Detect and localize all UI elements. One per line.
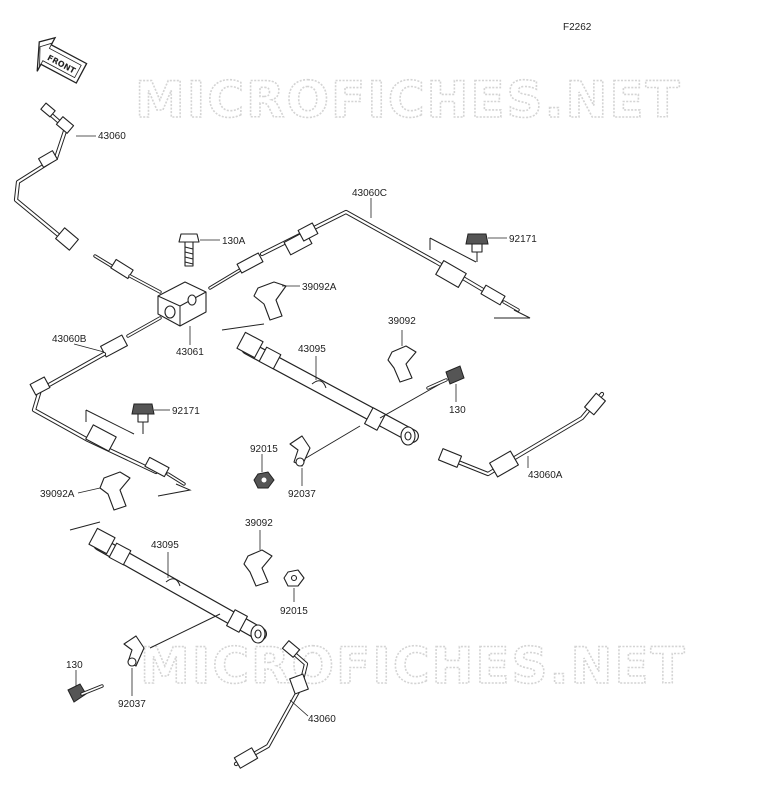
label-92171-left: 92171 bbox=[172, 406, 200, 417]
part-43060C-cable bbox=[208, 198, 531, 319]
part-43060B-cable bbox=[29, 316, 192, 497]
part-92015-nut-bottom bbox=[283, 569, 305, 602]
label-130-right: 130 bbox=[449, 405, 466, 416]
part-92171-switch-left bbox=[131, 403, 170, 434]
part-39092-clip-top bbox=[387, 330, 417, 383]
watermark-top: MICROFICHES.NET bbox=[135, 71, 682, 129]
part-43060A-cable bbox=[437, 391, 606, 478]
label-43060C: 43060C bbox=[352, 188, 387, 199]
label-43061: 43061 bbox=[176, 347, 204, 358]
label-39092-bottom: 39092 bbox=[245, 518, 273, 529]
figure-code: F2262 bbox=[563, 22, 592, 33]
label-39092A-top: 39092A bbox=[302, 282, 337, 293]
label-43095-bottom: 43095 bbox=[151, 540, 179, 551]
label-43060-top: 43060 bbox=[98, 131, 126, 142]
label-92171-right: 92171 bbox=[509, 234, 537, 245]
label-92015-bottom: 92015 bbox=[280, 606, 308, 617]
label-43060A: 43060A bbox=[528, 470, 563, 481]
label-130A: 130A bbox=[222, 236, 246, 247]
watermark-bottom: MICROFICHES.NET bbox=[140, 637, 687, 695]
part-43095-tie-rod-bottom bbox=[69, 521, 267, 649]
part-43060-bottom-cable bbox=[233, 640, 309, 769]
label-92037-top: 92037 bbox=[288, 489, 316, 500]
label-92037-bottom: 92037 bbox=[118, 699, 146, 710]
part-92037-clamp-bottom bbox=[123, 635, 145, 696]
label-130-left: 130 bbox=[66, 660, 83, 671]
part-92171-switch-right bbox=[465, 233, 507, 262]
part-130A-bolt bbox=[178, 233, 220, 267]
part-130-bolt-right bbox=[426, 365, 465, 402]
label-43095-top: 43095 bbox=[298, 344, 326, 355]
label-39092A-left: 39092A bbox=[40, 489, 75, 500]
part-92037-clamp-top bbox=[289, 425, 361, 486]
part-39092A-clip-left bbox=[77, 471, 131, 511]
part-92015-nut-top bbox=[253, 454, 275, 489]
label-43060-bottom: 43060 bbox=[308, 714, 336, 725]
part-43095-tie-rod-top bbox=[221, 323, 441, 446]
part-39092-clip-bottom bbox=[243, 530, 273, 587]
part-43060-top-left-cable bbox=[13, 102, 96, 251]
front-arrow-icon: FRONT bbox=[36, 36, 88, 84]
part-39092A-clip-top bbox=[253, 281, 300, 321]
label-39092-top: 39092 bbox=[388, 316, 416, 327]
part-43061-junction-block bbox=[157, 281, 207, 345]
label-92015-top: 92015 bbox=[250, 444, 278, 455]
label-43060B: 43060B bbox=[52, 334, 87, 345]
part-130-bolt-left bbox=[67, 670, 104, 703]
cable-fittings-left bbox=[93, 254, 162, 294]
